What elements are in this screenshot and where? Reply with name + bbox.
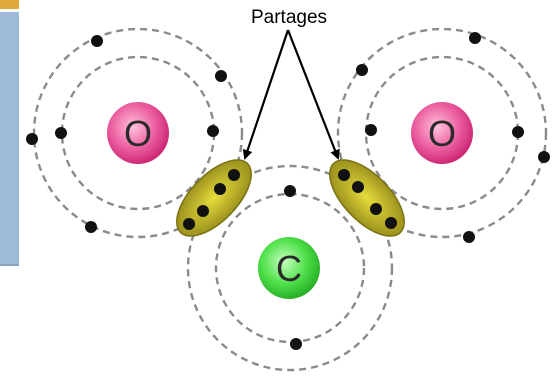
electron <box>85 221 97 233</box>
electron <box>290 338 302 350</box>
arrow-left <box>242 29 290 160</box>
symbol-left-oxygen: O <box>124 113 152 154</box>
electron <box>197 205 209 217</box>
electron <box>463 231 475 243</box>
atom-carbon: C <box>258 237 320 299</box>
electron <box>215 70 227 82</box>
electron <box>284 185 296 197</box>
electron <box>338 169 350 181</box>
electron <box>207 125 219 137</box>
electron <box>91 35 103 47</box>
caption-partages: Partages <box>251 7 327 28</box>
symbol-right-oxygen: O <box>428 113 456 154</box>
electron <box>365 124 377 136</box>
electron <box>538 151 550 163</box>
electron <box>356 64 368 76</box>
orbit-outer-carbon <box>186 164 394 372</box>
electron <box>55 127 67 139</box>
nucleus-left-oxygen <box>107 102 169 164</box>
electron <box>512 126 524 138</box>
nucleus-carbon <box>258 237 320 299</box>
atom-right-oxygen: O <box>411 102 473 164</box>
atom-left-oxygen: O <box>107 102 169 164</box>
nucleus-right-oxygen <box>411 102 473 164</box>
side-panel <box>0 12 19 266</box>
symbol-carbon: C <box>276 248 302 289</box>
orbit-outer-left-oxygen <box>32 27 244 239</box>
electron <box>183 218 195 230</box>
arrow-right <box>286 29 340 160</box>
electron <box>370 203 382 215</box>
electron <box>228 169 240 181</box>
electron <box>352 181 364 193</box>
electron <box>26 133 38 145</box>
electron <box>469 32 481 44</box>
side-accent <box>0 0 19 9</box>
electron <box>385 217 397 229</box>
electrons <box>26 32 550 350</box>
orbit-outer-right-oxygen <box>336 27 548 239</box>
electron <box>214 183 226 195</box>
